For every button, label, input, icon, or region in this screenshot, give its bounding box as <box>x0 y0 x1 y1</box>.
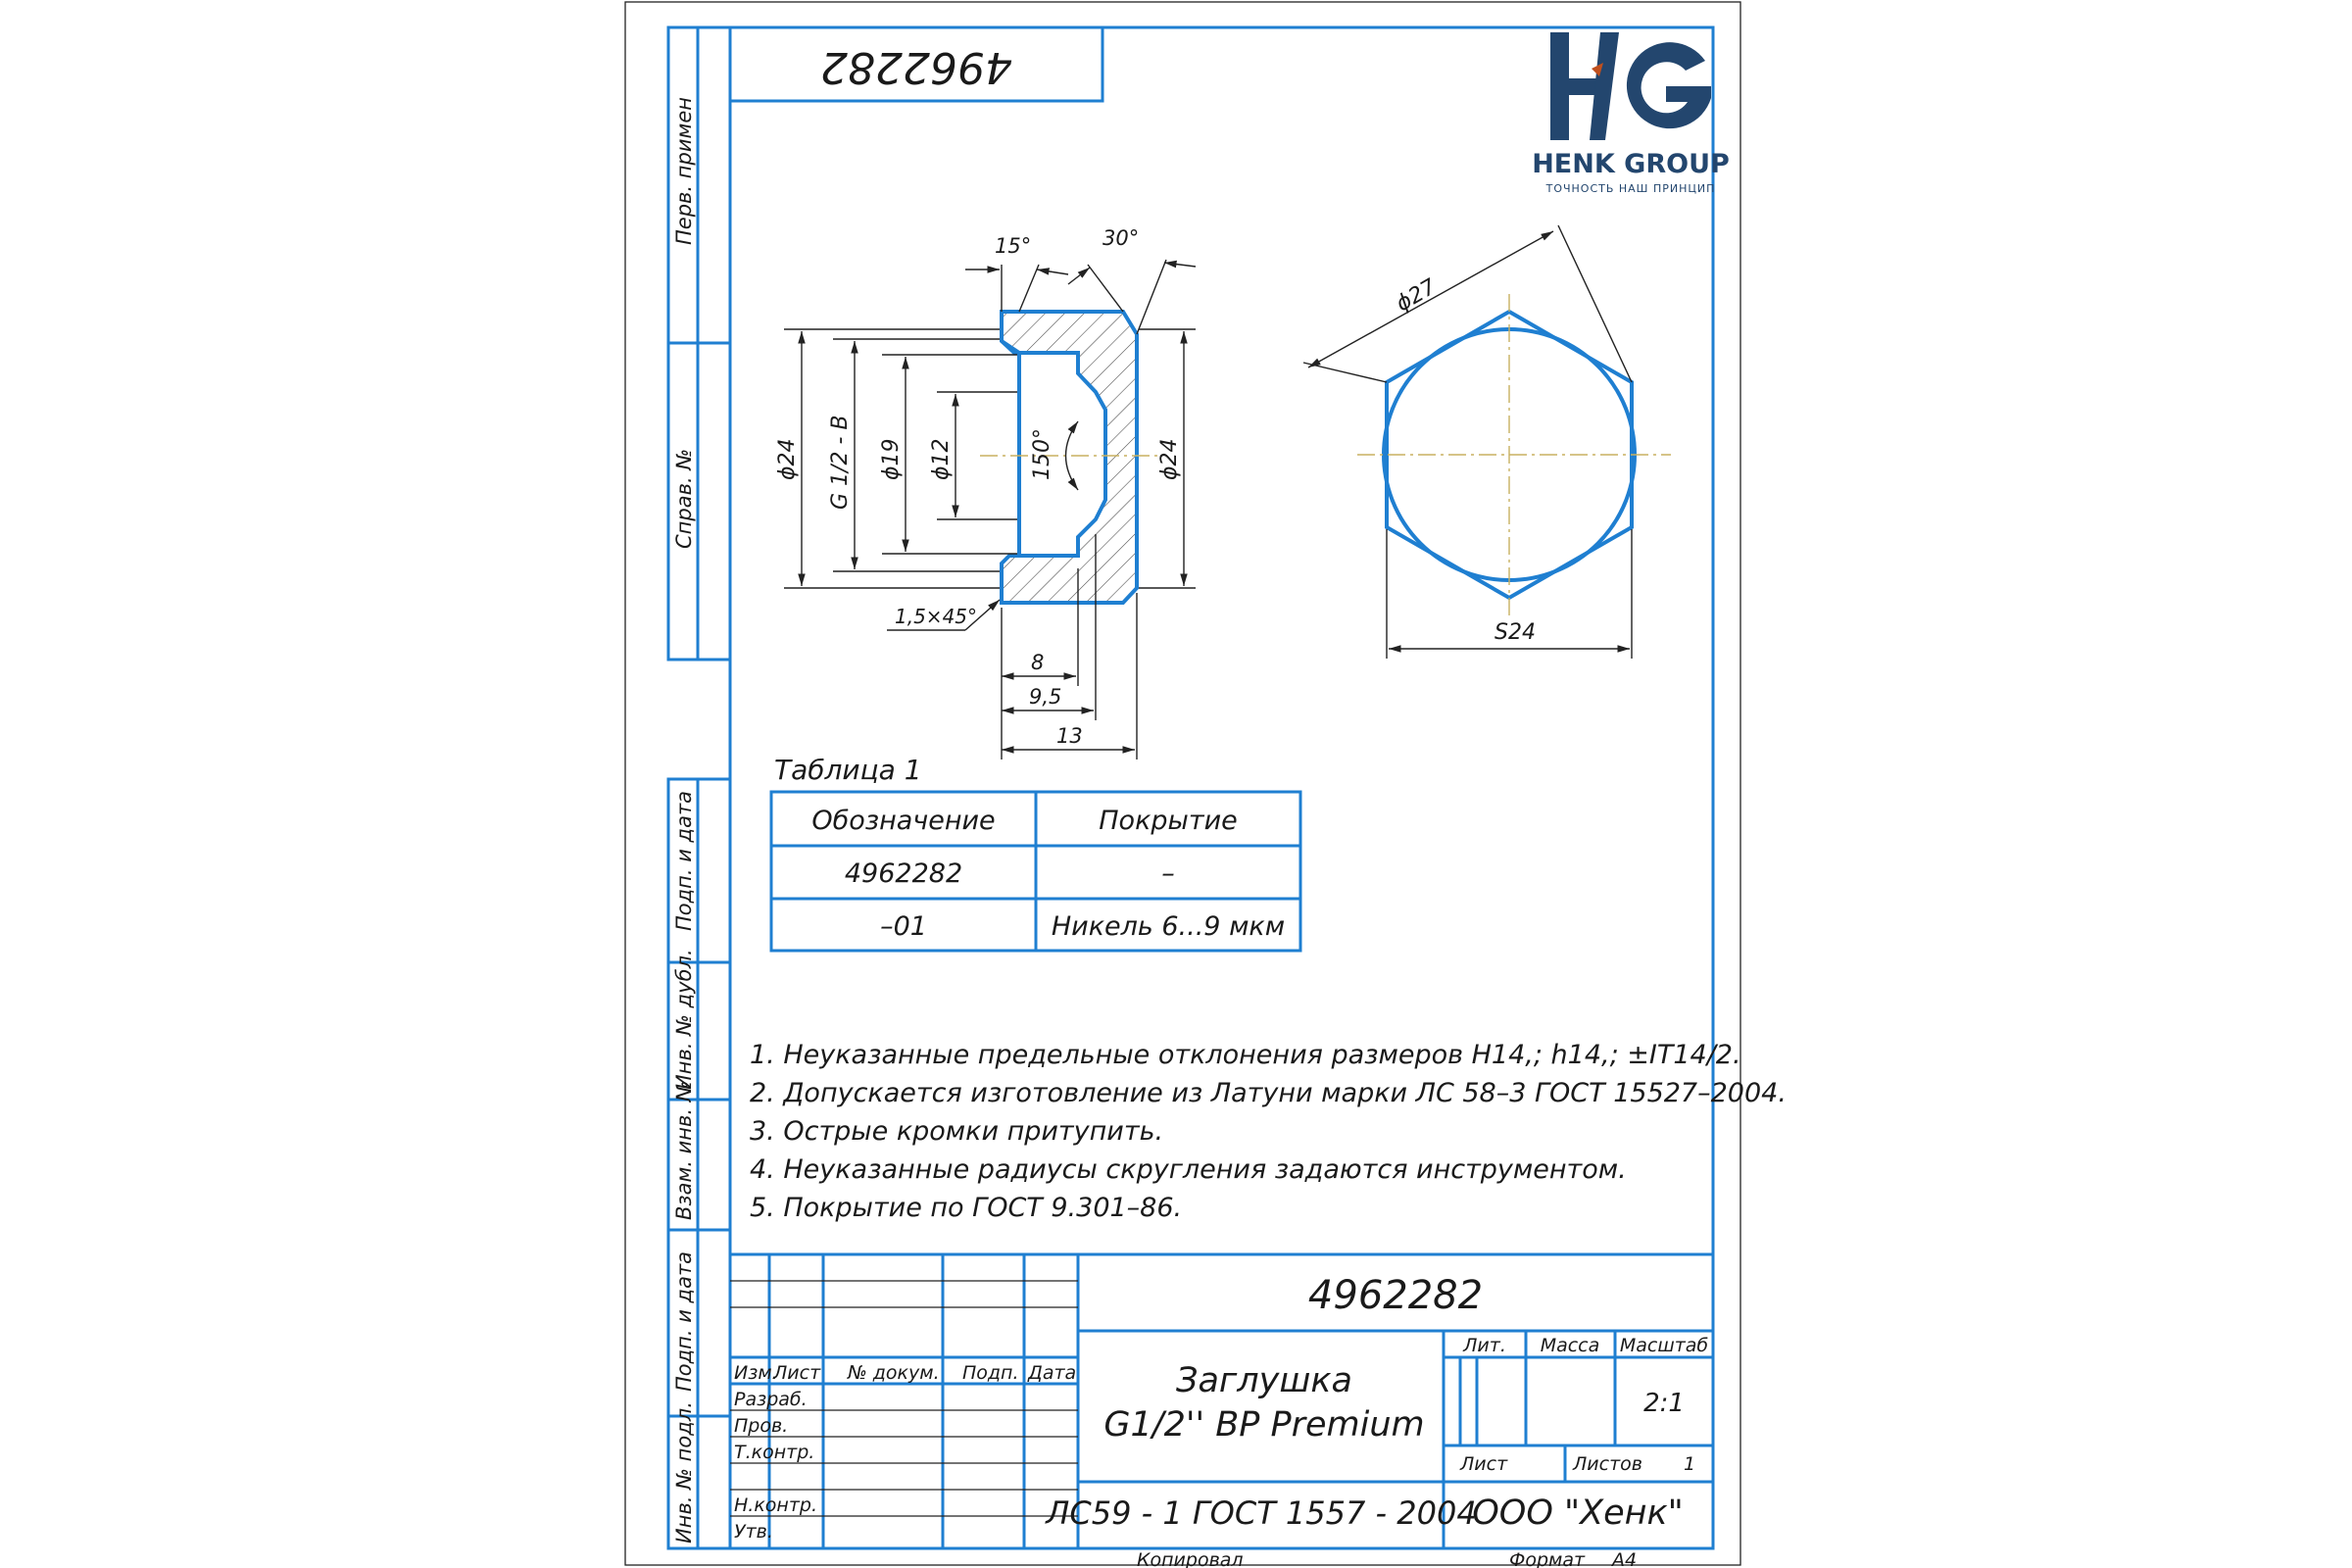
designation: 4962282 <box>1308 1273 1483 1318</box>
left-strip: Перв. примен Справ. № Подп. и дата Инв. … <box>666 25 732 1550</box>
drawing-number-rotated: 4962282 <box>820 42 1012 92</box>
scale-label: Масштаб <box>1620 1335 1709 1356</box>
angle-15-label: 15° <box>995 234 1031 258</box>
part-name-line2: G1/2'' ВР Premium <box>1103 1405 1424 1445</box>
henk-group-logo: HENK GROUP ТОЧНОСТЬ НАШ ПРИНЦИП <box>1532 32 1730 195</box>
col-doc: № докум. <box>847 1362 940 1384</box>
label-inv-podl: Инв. № подл. <box>672 1401 696 1544</box>
dim-dia-24-right: ϕ24 <box>1157 438 1182 480</box>
title-block: Изм. Лист № докум. Подп. Дата Разраб. Пр… <box>730 1252 1713 1548</box>
footer-copied: Копировал <box>1137 1549 1244 1568</box>
table-cell-r1-c2: – <box>1161 858 1175 889</box>
section-view: 15° 30° ϕ24 G 1/2 - B ϕ19 ϕ12 150° ϕ24 1… <box>775 226 1197 760</box>
top-designation-box: 4962282 <box>728 25 1104 103</box>
row-prov: Пров. <box>734 1415 788 1437</box>
dim-dia-27: ϕ27 <box>1393 274 1441 317</box>
dim-dia-24-left: ϕ24 <box>775 438 800 480</box>
note-3: 3. Острые кромки притупить. <box>750 1116 1163 1147</box>
dim-length-8: 8 <box>1031 651 1044 674</box>
col-izm: Изм. <box>734 1362 778 1384</box>
label-podp-data-2: Подп. и дата <box>672 1251 696 1392</box>
dim-dia-12: ϕ12 <box>929 438 954 480</box>
table-caption: Таблица 1 <box>774 754 922 786</box>
footer-format-label: Формат <box>1509 1549 1586 1568</box>
sheet-label: Лист <box>1459 1453 1508 1475</box>
row-tkontr: Т.контр. <box>734 1442 814 1463</box>
dim-angle-150: 150° <box>1030 428 1054 480</box>
material: ЛС59 - 1 ГОСТ 1557 - 2004 <box>1045 1494 1476 1532</box>
coating-table: Таблица 1 Обозначение Покрытие 4962282 –… <box>769 754 1302 953</box>
table-header-coating: Покрытие <box>1099 806 1237 836</box>
note-4: 4. Неуказанные радиусы скругления задают… <box>750 1154 1627 1185</box>
note-5: 5. Покрытие по ГОСТ 9.301–86. <box>750 1193 1182 1223</box>
row-razrab: Разраб. <box>734 1389 808 1410</box>
table-cell-r1-c1: 4962282 <box>845 858 962 889</box>
dim-dia-19: ϕ19 <box>879 438 904 480</box>
outer-trim-border <box>624 1 1741 1566</box>
label-perv-primen: Перв. примен <box>672 97 696 245</box>
dim-length-13: 13 <box>1056 724 1083 748</box>
label-inv-dubl: Инв. № дубл. <box>672 949 696 1090</box>
col-list: Лист <box>772 1362 821 1384</box>
lit-label: Лит. <box>1462 1335 1506 1356</box>
organization: ООО "Хенк" <box>1472 1494 1684 1533</box>
mass-label: Масса <box>1541 1335 1600 1356</box>
technical-notes: 1. Неуказанные предельные отклонения раз… <box>750 1040 1787 1223</box>
main-frame <box>728 25 1715 1550</box>
label-vzam-inv: Взам. инв. № <box>672 1080 696 1220</box>
logo-company-name: HENK GROUP <box>1532 149 1730 179</box>
scale-value: 2:1 <box>1643 1389 1685 1418</box>
footer-format-value: А4 <box>1610 1549 1637 1568</box>
row-nkontr: Н.контр. <box>734 1494 817 1516</box>
label-sprav-no: Справ. № <box>672 449 696 549</box>
col-data: Дата <box>1027 1362 1076 1384</box>
dim-chamfer: 1,5×45° <box>895 605 977 628</box>
part-name-line1: Заглушка <box>1176 1361 1352 1400</box>
logo-slogan: ТОЧНОСТЬ НАШ ПРИНЦИП <box>1545 182 1716 195</box>
col-podp: Подп. <box>962 1362 1019 1384</box>
dim-thread-g12: G 1/2 - B <box>828 416 853 510</box>
table-cell-r2-c1: –01 <box>880 911 927 942</box>
dim-length-9-5: 9,5 <box>1029 685 1061 709</box>
note-2: 2. Допускается изготовление из Латуни ма… <box>750 1078 1787 1108</box>
table-header-designation: Обозначение <box>811 806 995 836</box>
sheets-label: Листов <box>1572 1453 1642 1475</box>
angle-30-label: 30° <box>1102 226 1139 250</box>
row-utv: Утв. <box>734 1521 773 1543</box>
sheets-value: 1 <box>1684 1453 1695 1475</box>
hex-view: S24 ϕ27 <box>1302 224 1671 659</box>
section-hatch-body <box>1002 312 1137 603</box>
label-podp-data-1: Подп. и дата <box>672 791 696 931</box>
note-1: 1. Неуказанные предельные отклонения раз… <box>750 1040 1741 1070</box>
dim-s24: S24 <box>1494 620 1536 645</box>
table-cell-r2-c2: Никель 6...9 мкм <box>1052 911 1285 942</box>
